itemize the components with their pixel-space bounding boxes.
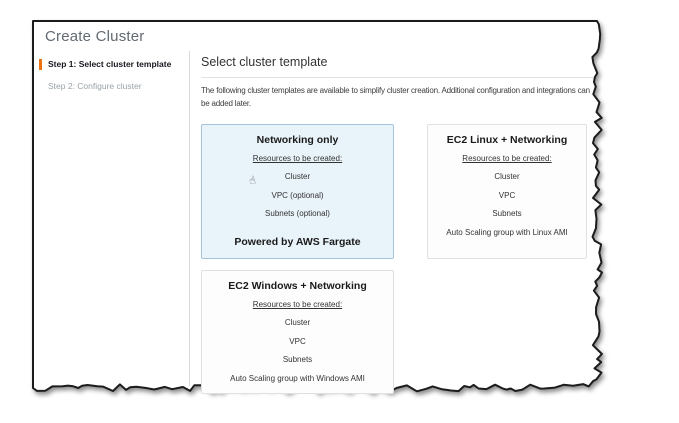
resource-item: Subnets bbox=[492, 209, 522, 219]
resource-item: Cluster bbox=[284, 172, 311, 182]
resources-label: Resources to be created: bbox=[462, 153, 552, 163]
sidebar-step-2: Step 2: Configure cluster bbox=[48, 80, 142, 91]
resource-item: Subnets bbox=[282, 355, 313, 365]
template-card-title: EC2 Linux + Networking bbox=[446, 133, 568, 146]
template-cards-row-2: EC2 Windows + Networking Resources to be… bbox=[201, 269, 593, 394]
resource-item: Auto Scaling group with Linux AMI bbox=[446, 227, 568, 237]
main-panel: Select cluster template The following cl… bbox=[189, 51, 595, 394]
template-card-ec2-linux[interactable]: EC2 Linux + Networking Resources to be c… bbox=[427, 123, 587, 259]
resource-item: VPC bbox=[289, 336, 306, 346]
page-title: Create Cluster bbox=[45, 28, 145, 45]
section-description: The following cluster templates are avai… bbox=[201, 86, 590, 108]
template-card-ec2-windows[interactable]: EC2 Windows + Networking Resources to be… bbox=[201, 269, 394, 394]
wizard-body: Step 1: Select cluster template Step 2: … bbox=[34, 51, 595, 394]
resource-item: Auto Scaling group with Windows AMI bbox=[230, 373, 365, 383]
resource-item: Cluster bbox=[284, 318, 311, 328]
resource-item: VPC bbox=[498, 190, 516, 200]
template-card-title: Networking only bbox=[256, 133, 339, 146]
template-card-title: EC2 Windows + Networking bbox=[228, 279, 367, 292]
sidebar-step-1[interactable]: Step 1: Select cluster template bbox=[39, 59, 189, 70]
template-card-networking-only[interactable]: Networking only Resources to be created:… bbox=[201, 123, 394, 259]
resource-item: VPC (optional) bbox=[271, 190, 324, 200]
resources-label: Resources to be created: bbox=[252, 299, 343, 309]
create-cluster-window: Create Cluster Step 1: Select cluster te… bbox=[34, 22, 595, 394]
resource-item: Cluster bbox=[494, 172, 520, 182]
resource-item: Subnets (optional) bbox=[265, 209, 330, 219]
resources-label: Resources to be created: bbox=[252, 153, 343, 163]
wizard-steps-sidebar: Step 1: Select cluster template Step 2: … bbox=[34, 51, 189, 386]
section-heading: Select cluster template bbox=[201, 51, 593, 78]
fargate-footer-label: Powered by AWS Fargate bbox=[234, 235, 361, 248]
template-cards-row-1: Networking only Resources to be created:… bbox=[201, 123, 593, 259]
